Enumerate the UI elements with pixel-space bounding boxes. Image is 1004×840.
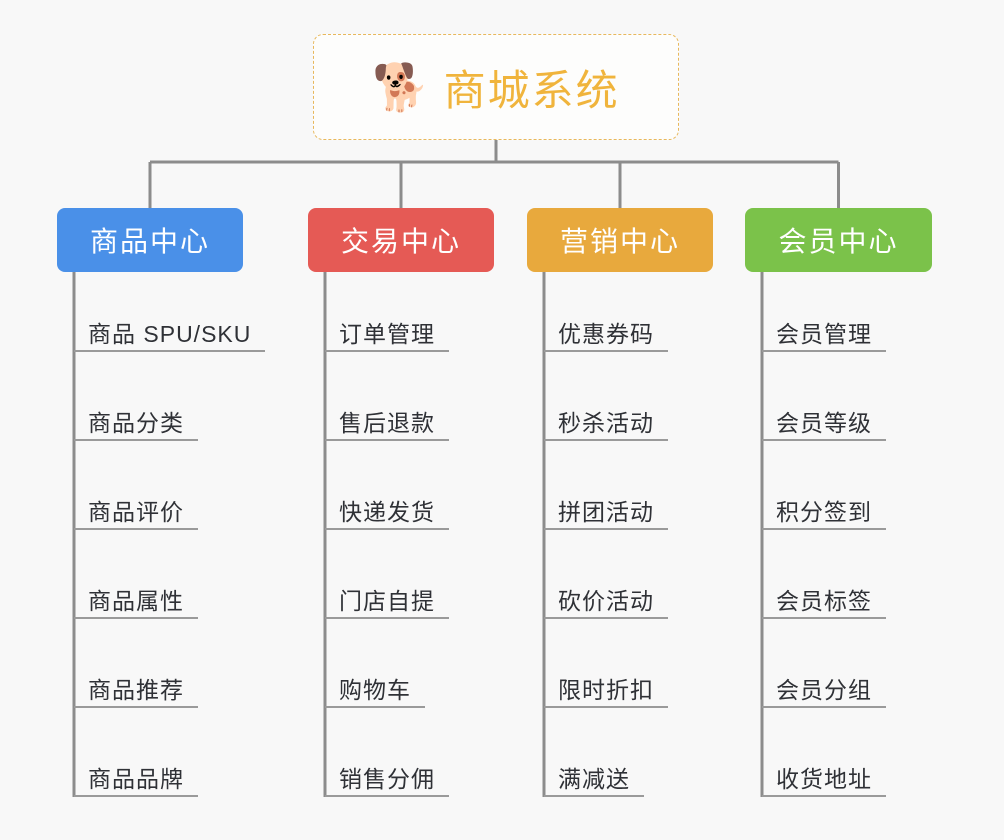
- leaf-item-label: 快递发货: [339, 499, 435, 525]
- category-label: 会员中心: [778, 226, 899, 257]
- leaf-item[interactable]: 会员标签: [762, 575, 886, 619]
- leaf-item-label: 会员等级: [776, 410, 872, 436]
- leaf-item[interactable]: 会员等级: [762, 397, 886, 441]
- leaf-item-label: 购物车: [339, 677, 411, 703]
- leaf-item-label: 商品评价: [88, 499, 184, 525]
- leaf-item-label: 商品推荐: [88, 677, 184, 703]
- leaf-item[interactable]: 售后退款: [325, 397, 449, 441]
- leaf-item-label: 会员分组: [776, 677, 872, 703]
- leaf-item-label: 秒杀活动: [558, 410, 654, 436]
- leaf-item[interactable]: 购物车: [325, 664, 425, 708]
- root-node[interactable]: 🐕 商城系统: [313, 34, 679, 140]
- leaf-item-label: 限时折扣: [558, 677, 654, 703]
- leaf-item-label: 售后退款: [339, 410, 435, 436]
- category-label: 交易中心: [340, 226, 461, 257]
- leaf-item-label: 优惠券码: [558, 321, 654, 347]
- leaf-item[interactable]: 会员管理: [762, 308, 886, 352]
- leaf-item[interactable]: 快递发货: [325, 486, 449, 530]
- leaf-item[interactable]: 商品分类: [74, 397, 198, 441]
- leaf-item-label: 拼团活动: [558, 499, 654, 525]
- category-box-member[interactable]: 会员中心: [745, 208, 932, 272]
- leaf-item-label: 砍价活动: [558, 588, 654, 614]
- category-label: 营销中心: [559, 226, 680, 257]
- leaf-item[interactable]: 限时折扣: [544, 664, 668, 708]
- category-box-trade[interactable]: 交易中心: [308, 208, 494, 272]
- leaf-item-label: 门店自提: [339, 588, 435, 614]
- leaf-item[interactable]: 门店自提: [325, 575, 449, 619]
- leaf-item[interactable]: 订单管理: [325, 308, 449, 352]
- leaf-item[interactable]: 商品属性: [74, 575, 198, 619]
- leaf-item[interactable]: 积分签到: [762, 486, 886, 530]
- category-box-product[interactable]: 商品中心: [57, 208, 243, 272]
- category-label: 商品中心: [89, 226, 210, 257]
- leaf-item[interactable]: 商品评价: [74, 486, 198, 530]
- category-box-marketing[interactable]: 营销中心: [527, 208, 713, 272]
- shiba-dog-icon: 🐕: [372, 61, 430, 113]
- leaf-item[interactable]: 会员分组: [762, 664, 886, 708]
- leaf-item-label: 积分签到: [776, 499, 872, 525]
- leaf-item-label: 销售分佣: [339, 766, 435, 792]
- leaf-item-label: 会员标签: [776, 588, 872, 614]
- leaf-item-label: 商品 SPU/SKU: [88, 321, 252, 347]
- leaf-item[interactable]: 商品品牌: [74, 753, 198, 797]
- leaf-item[interactable]: 拼团活动: [544, 486, 668, 530]
- leaf-item-label: 商品品牌: [88, 766, 184, 792]
- leaf-item[interactable]: 优惠券码: [544, 308, 668, 352]
- leaf-item-label: 收货地址: [776, 766, 872, 792]
- leaf-item[interactable]: 商品 SPU/SKU: [74, 308, 266, 352]
- leaf-item-label: 会员管理: [776, 321, 872, 347]
- leaf-item-label: 商品分类: [88, 410, 184, 436]
- leaf-item[interactable]: 商品推荐: [74, 664, 198, 708]
- leaf-item-label: 满减送: [558, 766, 630, 792]
- leaf-item[interactable]: 收货地址: [762, 753, 886, 797]
- leaf-item[interactable]: 秒杀活动: [544, 397, 668, 441]
- leaf-item[interactable]: 销售分佣: [325, 753, 449, 797]
- leaf-item-label: 订单管理: [339, 321, 435, 347]
- leaf-item[interactable]: 砍价活动: [544, 575, 668, 619]
- leaf-item[interactable]: 满减送: [544, 753, 644, 797]
- root-title: 商城系统: [443, 66, 620, 114]
- leaf-item-label: 商品属性: [88, 588, 184, 614]
